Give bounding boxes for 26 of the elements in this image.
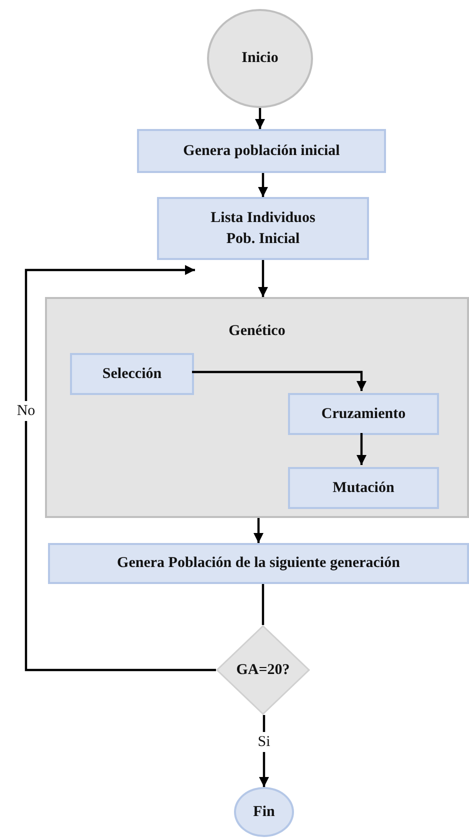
process-box [70,353,194,395]
arrow [255,108,265,129]
group-title: Genético [228,322,286,341]
arrow [24,265,216,672]
arrow [258,173,268,197]
edge-label: No [14,401,38,421]
process-box [157,197,369,260]
process-box [288,467,439,509]
process-box [48,543,469,584]
edge-label: Si [256,732,272,752]
arrow [258,260,268,297]
node-label: Lista Individuos Pob. Inicial [210,208,316,248]
node-label: Fin [253,802,275,822]
node-label: Genera población inicial [183,142,340,160]
arrow [356,433,366,465]
node-label: Inicio [242,49,278,68]
arrow [192,370,366,391]
node-label: Mutación [332,478,394,498]
process-box [288,393,439,435]
node-label: GA=20? [236,660,290,680]
node-label: Genera Población de la siguiente generación [117,554,400,573]
process-box [137,129,386,173]
node-label: Cruzamiento [321,404,406,424]
arrow [254,518,264,543]
node-label: Selección [102,364,162,384]
group-panel [45,297,469,518]
